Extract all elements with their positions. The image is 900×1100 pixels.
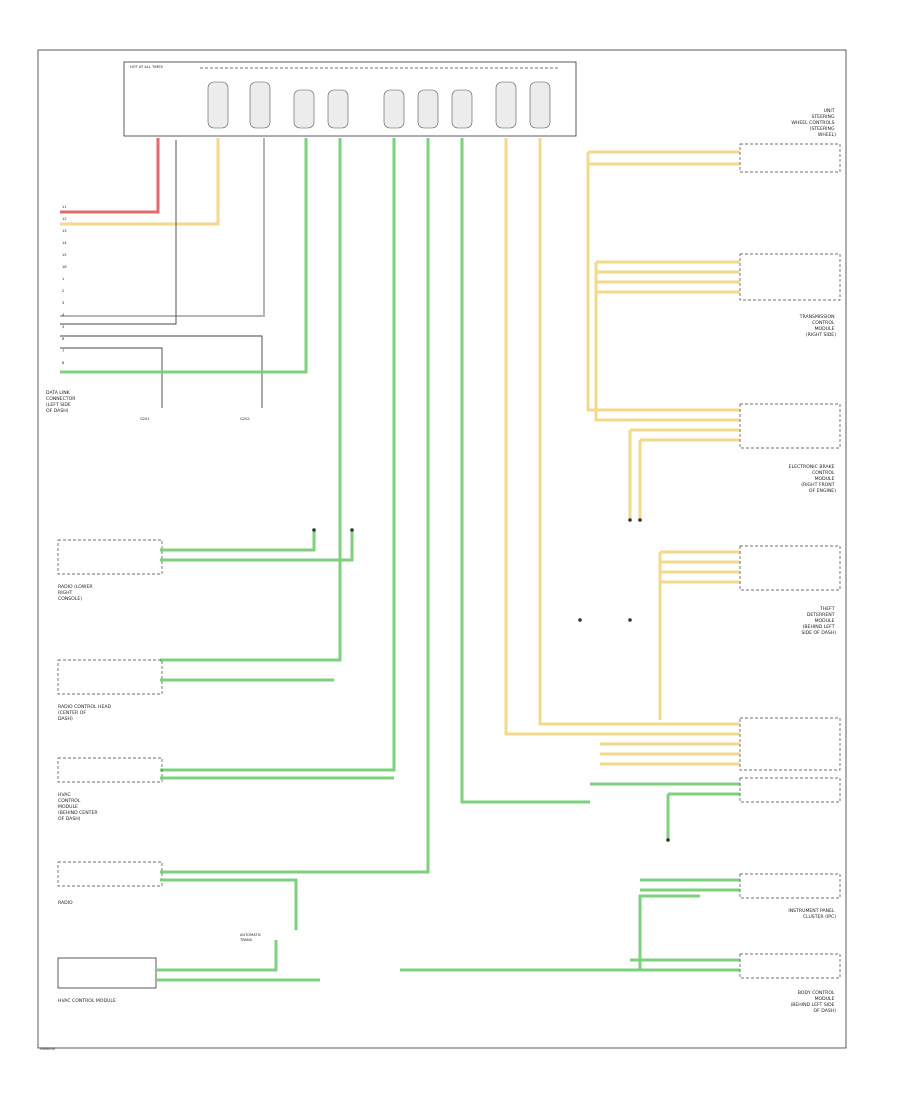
radio-lower-box	[57, 659, 163, 695]
radio-label: RADIO	[58, 900, 73, 906]
black-wire-1	[60, 140, 177, 325]
yellow-right-drop	[586, 152, 740, 412]
green-wire-3	[160, 138, 396, 772]
theft-box	[739, 545, 841, 591]
svg-text:4: 4	[62, 313, 65, 317]
top-module-label: HOT AT ALL TIMES	[130, 65, 164, 69]
svg-text:5: 5	[62, 325, 64, 329]
black-wire-2	[60, 335, 263, 408]
auto-label: AUTOMATIC TRANS	[239, 933, 262, 942]
radio-upper-box	[57, 539, 163, 575]
svg-text:2: 2	[62, 289, 64, 293]
brake-label: ELECTRONIC BRAKE CONTROL MODULE (RIGHT F…	[789, 464, 837, 494]
svg-text:6: 6	[62, 337, 65, 341]
ground-label-1: G201	[140, 417, 150, 421]
yellow-trans-drop	[594, 262, 740, 422]
top-module	[123, 61, 577, 137]
radio-upper-label: RADIO (LOWER RIGHT CONSOLE)	[58, 584, 94, 602]
trans-box	[739, 253, 841, 301]
svg-text:15: 15	[62, 253, 67, 257]
theft-label: THEFT DETERRENT MODULE (BEHIND LEFT SIDE…	[801, 606, 836, 636]
svg-text:13: 13	[62, 229, 67, 233]
ipc-upper-box	[739, 717, 841, 771]
green-wire-2	[160, 138, 342, 662]
green-hvac-ctrl-1	[156, 940, 278, 972]
svg-text:11: 11	[62, 205, 67, 209]
svg-text:14: 14	[62, 241, 67, 245]
svg-text:12: 12	[62, 217, 67, 221]
body-box	[739, 953, 841, 979]
hvac-ctrl-label: HVAC CONTROL MODULE	[58, 998, 116, 1004]
ground-label-2: G202	[240, 417, 250, 421]
ipc-label: INSTRUMENT PANEL CLUSTER (IPC)	[788, 908, 836, 920]
top-module-pins	[207, 81, 551, 129]
right-top-label: UNIT STEERING WHEEL CONTROLS (STEERING W…	[791, 108, 836, 138]
svg-text:16: 16	[62, 265, 67, 269]
green-radio-upper-1	[160, 530, 316, 552]
green-bottom-long	[400, 894, 700, 972]
svg-text:8: 8	[62, 361, 65, 365]
radio-lower-label: RADIO CONTROL HEAD (CENTER OF DASH)	[58, 704, 113, 722]
diagram-frame	[37, 49, 847, 1049]
yellow-wire-right-1	[504, 138, 740, 736]
black-wire-3	[60, 347, 163, 408]
radio-box	[57, 861, 163, 887]
hvac-ctrl-box	[57, 957, 157, 989]
footer-code: GM0000	[40, 1047, 56, 1051]
ipc-green-box	[739, 777, 841, 803]
right-top-box	[739, 143, 841, 173]
left-pin-column: 11 12 13 14 15 16 1 2 3 4 5 6 7 8	[62, 205, 67, 365]
grey-wire-1	[60, 138, 265, 317]
yellow-wire-right-2	[538, 138, 740, 726]
yellow-wire-1	[60, 138, 220, 226]
ipc-box	[739, 873, 841, 899]
svg-text:1: 1	[62, 277, 64, 281]
brake-box	[739, 403, 841, 449]
hvac-label: HVAC CONTROL MODULE (BEHIND CENTER OF DA…	[58, 792, 99, 822]
svg-text:3: 3	[62, 301, 64, 305]
green-wire-1	[60, 138, 308, 374]
hvac-box	[57, 757, 163, 783]
svg-text:7: 7	[62, 349, 64, 353]
body-label: BODY CONTROL MODULE (BEHIND LEFT SIDE OF…	[790, 990, 836, 1014]
splice-points	[312, 518, 670, 842]
red-wire	[60, 138, 160, 214]
green-wire-5	[460, 138, 590, 804]
trans-label: TRANSMISSION CONTROL MODULE (RIGHT SIDE)	[799, 314, 837, 338]
green-radio	[160, 878, 298, 930]
green-wire-4	[160, 138, 430, 874]
green-radio-upper-2	[160, 530, 354, 562]
gateway-label: DATA LINK CONNECTOR (LEFT SIDE OF DASH)	[46, 390, 77, 414]
